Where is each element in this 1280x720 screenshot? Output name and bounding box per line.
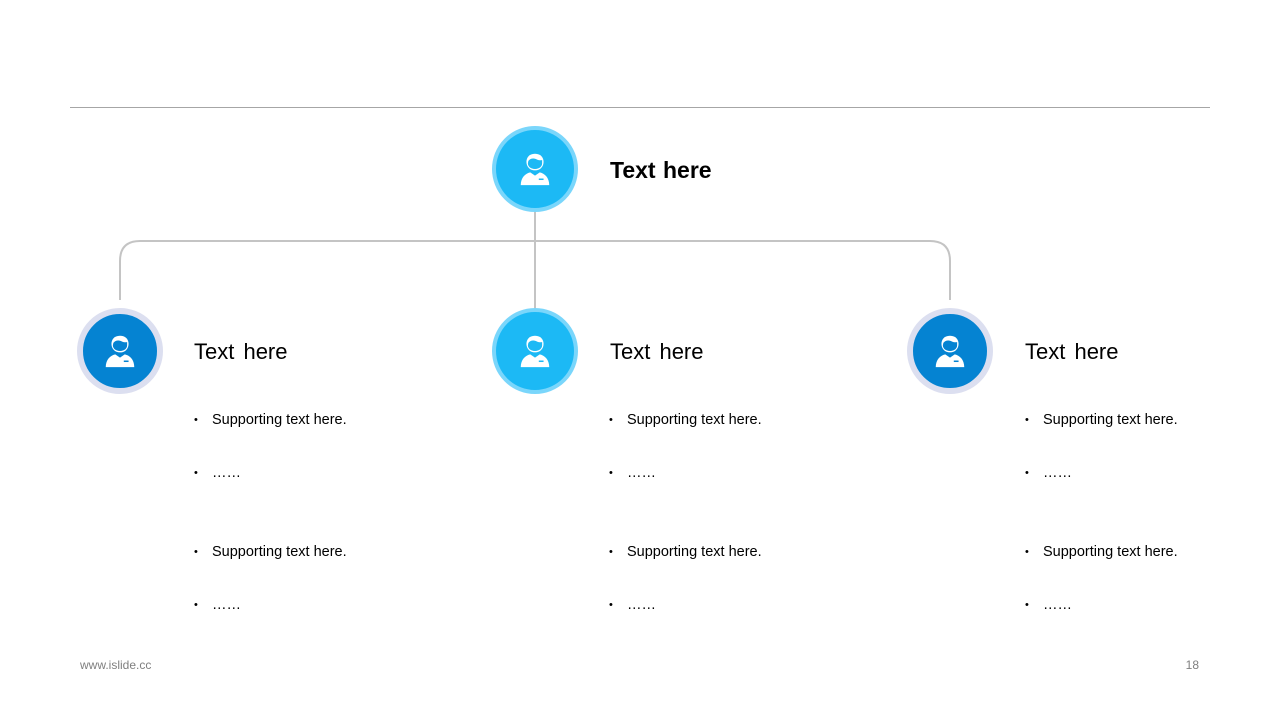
list-item: Supporting text here.: [609, 543, 762, 561]
list-item: Supporting text here.: [1025, 543, 1178, 561]
list-item: ……: [609, 596, 656, 614]
list-item: ……: [609, 464, 656, 482]
list-item: Supporting text here.: [1025, 411, 1178, 429]
list-item: ……: [1025, 596, 1072, 614]
list-item: Supporting text here.: [609, 411, 762, 429]
child-node-2-title: Text here: [610, 339, 704, 364]
list-item: ……: [194, 464, 241, 482]
footer-url: www.islide.cc: [80, 658, 152, 672]
user-icon: [520, 335, 550, 368]
child-node-1: [77, 308, 163, 394]
user-icon: [520, 153, 550, 186]
connector-right: [535, 240, 951, 300]
user-icon: [935, 335, 965, 368]
child-node-3: [907, 308, 993, 394]
root-node: [492, 126, 578, 212]
page-number: 18: [1185, 658, 1199, 672]
top-divider: [70, 107, 1210, 108]
user-icon: [105, 335, 135, 368]
child-node-1-title: Text here: [194, 339, 288, 364]
list-item: Supporting text here.: [194, 543, 347, 561]
child-node-2: [492, 308, 578, 394]
child-node-3-title: Text here: [1025, 339, 1119, 364]
list-item: ……: [194, 596, 241, 614]
list-item: ……: [1025, 464, 1072, 482]
list-item: Supporting text here.: [194, 411, 347, 429]
connector-left: [119, 240, 535, 300]
root-node-title: Text here: [610, 157, 712, 183]
